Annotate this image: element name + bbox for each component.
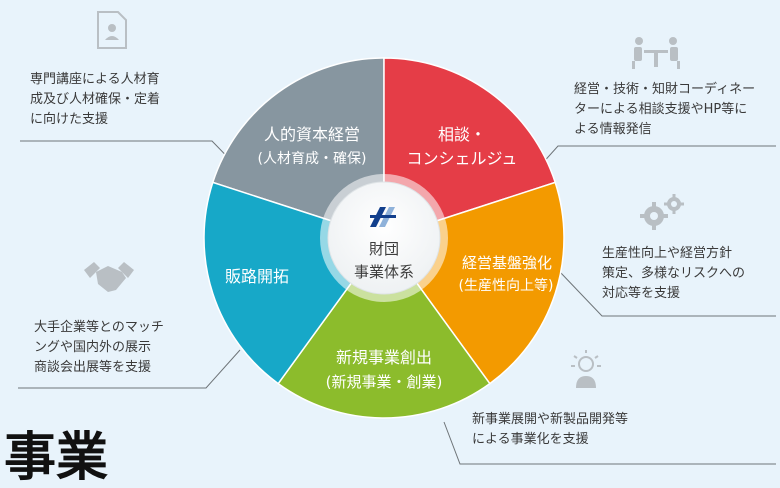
- description-consult: 経営・技術・知財コーディネー ターによる相談支援やHP等に よる情報発信: [574, 82, 756, 137]
- segment-label-new-business-2: (新規事業・創業): [326, 373, 443, 391]
- connector-sales: [18, 349, 241, 389]
- idea-person-icon: [571, 350, 601, 388]
- foundation-logo: [370, 207, 396, 227]
- section-heading-fragment: 事業: [4, 428, 109, 488]
- description-human-capital: 専門講座による人材育 成及び人材確保・定着 に向けた支援: [30, 72, 161, 127]
- id-card-icon: [97, 11, 127, 49]
- center-text-line2: 事業体系: [354, 263, 414, 281]
- segment-label-consult-2: コンシェルジュ: [407, 149, 518, 168]
- business-system-diagram: 財団 事業体系 人的資本経営 (人材育成・確保) 相談・ コンシェルジュ 経営基…: [18, 11, 776, 465]
- connector-consult: [521, 145, 776, 187]
- center-disc: [327, 181, 441, 295]
- segment-label-consult-1: 相談・: [438, 125, 486, 144]
- segment-label-sales: 販路開拓: [225, 267, 289, 286]
- gears-icon: [640, 194, 684, 230]
- connector-new-business: [443, 421, 776, 465]
- description-sales: 大手企業等とのマッチ ングや国内外の展示 商談会出展等を支援: [34, 320, 164, 375]
- handshake-icon: [84, 262, 134, 292]
- segment-label-management-1: 経営基盤強化: [462, 254, 552, 272]
- segment-label-human-capital-2: (人材育成・確保): [258, 151, 367, 167]
- segment-label-new-business-1: 新規事業創出: [336, 348, 432, 367]
- connector-management: [559, 271, 776, 317]
- connector-human-capital: [20, 140, 247, 177]
- center-text-line1: 財団: [369, 240, 399, 258]
- description-management: 生産性向上や経営方針 策定、多様なリスクへの 対応等を支援: [602, 246, 746, 301]
- segment-new-business[interactable]: [277, 236, 491, 419]
- segment-label-human-capital-1: 人的資本経営: [264, 125, 360, 144]
- description-new-business: 新事業展開や新製品開発等 による事業化を支援: [472, 412, 629, 447]
- segment-label-management-2: (生産性向上等): [459, 277, 554, 294]
- meeting-icon: [632, 37, 680, 69]
